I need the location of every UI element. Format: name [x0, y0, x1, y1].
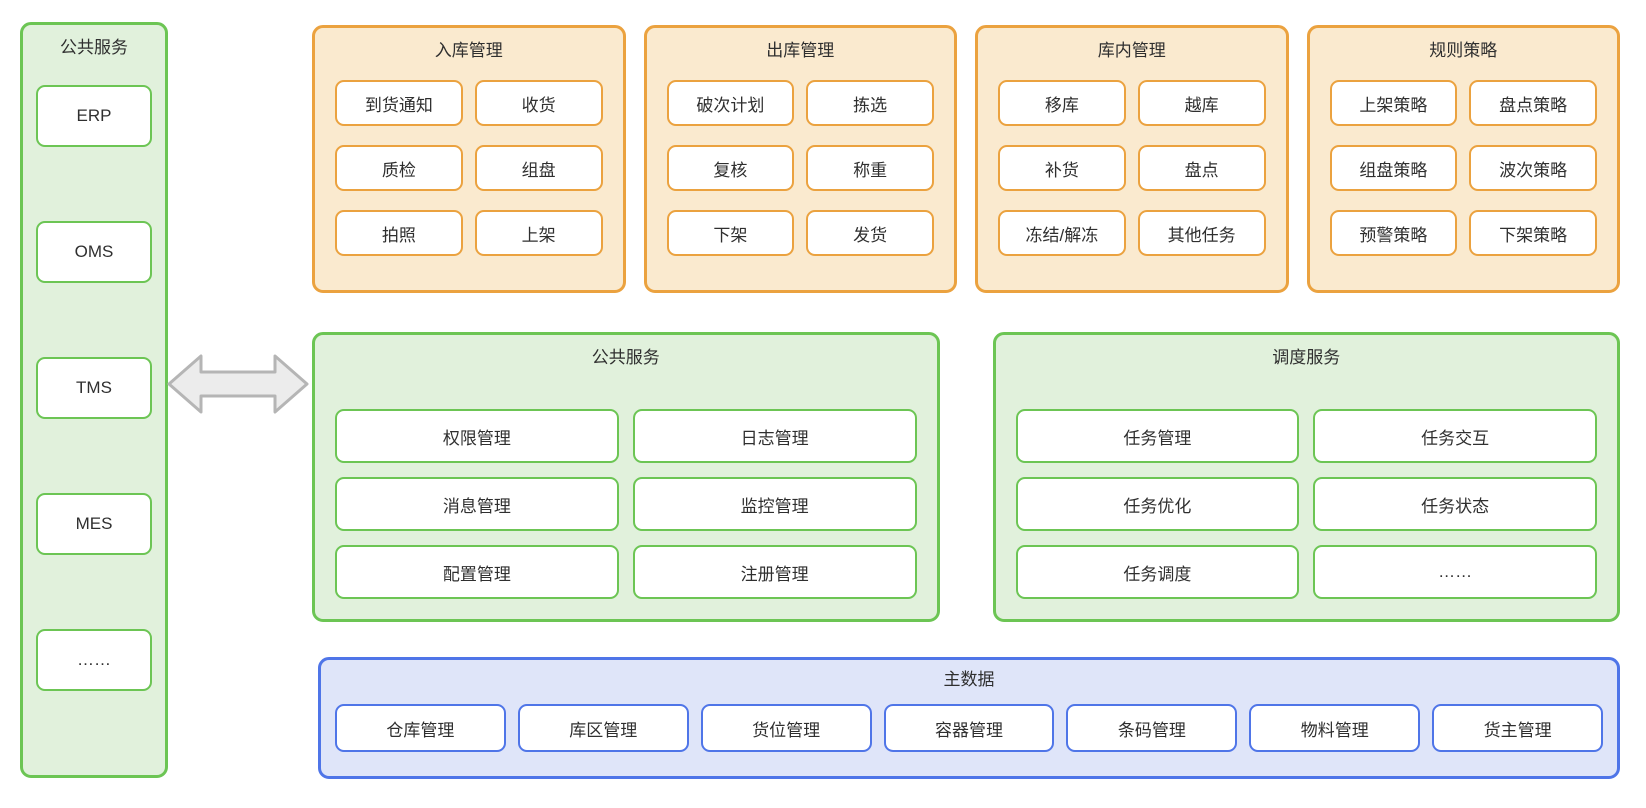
panel-title: 库内管理: [1097, 41, 1166, 60]
module-panels-row: 入库管理 到货通知 收货 质检 组盘 拍照 上架 出库管理 破次计划 拣选 复核…: [312, 25, 1620, 293]
service-chip: 注册管理: [632, 545, 917, 599]
service-chip: 消息管理: [335, 477, 619, 531]
master-data-chip: 货位管理: [700, 704, 872, 752]
system-chip-more: ……: [36, 629, 152, 691]
panel-title: 调度服务: [1272, 348, 1341, 367]
system-chip-mes: MES: [36, 493, 152, 555]
master-data-list: 仓库管理 库区管理 货位管理 容器管理 条码管理 物料管理 货主管理: [321, 704, 1617, 752]
module-chip: 上架: [474, 210, 603, 256]
module-chip: 拣选: [806, 80, 934, 126]
module-chip: 质检: [335, 145, 463, 191]
master-data-chip: 货主管理: [1432, 704, 1604, 752]
module-chip: 称重: [806, 145, 934, 191]
system-chip-tms: TMS: [36, 357, 152, 419]
system-chip-erp: ERP: [36, 85, 152, 147]
outbound-management-panel: 出库管理 破次计划 拣选 复核 称重 下架 发货: [643, 25, 957, 293]
service-chip: 监控管理: [632, 477, 917, 531]
system-chip-oms: OMS: [36, 221, 152, 283]
module-chip: 组盘策略: [1329, 145, 1458, 191]
module-chip: 盘点策略: [1469, 80, 1597, 126]
service-chip: 任务调度: [1015, 545, 1300, 599]
service-chip: 任务状态: [1313, 477, 1597, 531]
public-services-panel: 公共服务 权限管理 日志管理 消息管理 监控管理 配置管理 注册管理: [312, 332, 940, 622]
module-chip: 预警策略: [1329, 210, 1458, 256]
service-chip: 配置管理: [335, 545, 619, 599]
module-chip: 补货: [998, 145, 1126, 191]
master-data-chip: 容器管理: [883, 704, 1055, 752]
service-chip: 任务优化: [1015, 477, 1300, 531]
master-data-chip: 物料管理: [1249, 704, 1421, 752]
panel-title: 出库管理: [766, 41, 835, 60]
service-panels-row: 公共服务 权限管理 日志管理 消息管理 监控管理 配置管理 注册管理 调度服务 …: [312, 332, 1620, 622]
module-chip: 冻结/解冻: [998, 210, 1126, 256]
module-grid: 破次计划 拣选 复核 称重 下架 发货: [647, 80, 955, 256]
rules-strategy-panel: 规则策略 上架策略 盘点策略 组盘策略 波次策略 预警策略 下架策略: [1306, 25, 1620, 293]
master-data-chip: 条码管理: [1066, 704, 1238, 752]
module-chip: 复核: [666, 145, 795, 191]
service-chip: 日志管理: [632, 409, 917, 463]
external-systems-panel: 公共服务 ERP OMS TMS MES ……: [20, 22, 168, 778]
module-chip: 上架策略: [1329, 80, 1458, 126]
service-grid: 权限管理 日志管理 消息管理 监控管理 配置管理 注册管理: [315, 409, 937, 599]
panel-title: 规则策略: [1429, 41, 1498, 60]
module-chip: 其他任务: [1137, 210, 1266, 256]
module-chip: 拍照: [335, 210, 463, 256]
module-chip: 下架策略: [1469, 210, 1597, 256]
service-chip: 权限管理: [335, 409, 619, 463]
module-chip: 移库: [998, 80, 1126, 126]
module-chip: 下架: [666, 210, 795, 256]
module-chip: 越库: [1137, 80, 1266, 126]
service-chip: 任务管理: [1015, 409, 1300, 463]
panel-title: 公共服务: [591, 348, 660, 367]
module-chip: 组盘: [474, 145, 603, 191]
service-chip: ……: [1313, 545, 1597, 599]
module-chip: 发货: [806, 210, 934, 256]
module-grid: 上架策略 盘点策略 组盘策略 波次策略 预警策略 下架策略: [1310, 80, 1618, 256]
panel-title: 主数据: [943, 670, 995, 689]
module-chip: 到货通知: [335, 80, 463, 126]
master-data-panel: 主数据 仓库管理 库区管理 货位管理 容器管理 条码管理 物料管理 货主管理: [318, 657, 1620, 779]
panel-title: 公共服务: [60, 38, 128, 57]
master-data-chip: 库区管理: [517, 704, 689, 752]
service-chip: 任务交互: [1313, 409, 1597, 463]
module-chip: 破次计划: [666, 80, 795, 126]
external-systems-list: ERP OMS TMS MES ……: [23, 59, 165, 775]
master-data-chip: 仓库管理: [335, 704, 506, 752]
service-grid: 任务管理 任务交互 任务优化 任务状态 任务调度 ……: [996, 409, 1618, 599]
in-warehouse-management-panel: 库内管理 移库 越库 补货 盘点 冻结/解冻 其他任务: [975, 25, 1289, 293]
panel-title: 入库管理: [434, 41, 503, 60]
module-chip: 波次策略: [1469, 145, 1597, 191]
scheduling-services-panel: 调度服务 任务管理 任务交互 任务优化 任务状态 任务调度 ……: [992, 332, 1620, 622]
module-grid: 到货通知 收货 质检 组盘 拍照 上架: [315, 80, 623, 256]
module-grid: 移库 越库 补货 盘点 冻结/解冻 其他任务: [978, 80, 1286, 256]
inbound-management-panel: 入库管理 到货通知 收货 质检 组盘 拍照 上架: [312, 25, 626, 293]
module-chip: 盘点: [1137, 145, 1266, 191]
module-chip: 收货: [474, 80, 603, 126]
double-arrow-icon: [167, 354, 309, 414]
